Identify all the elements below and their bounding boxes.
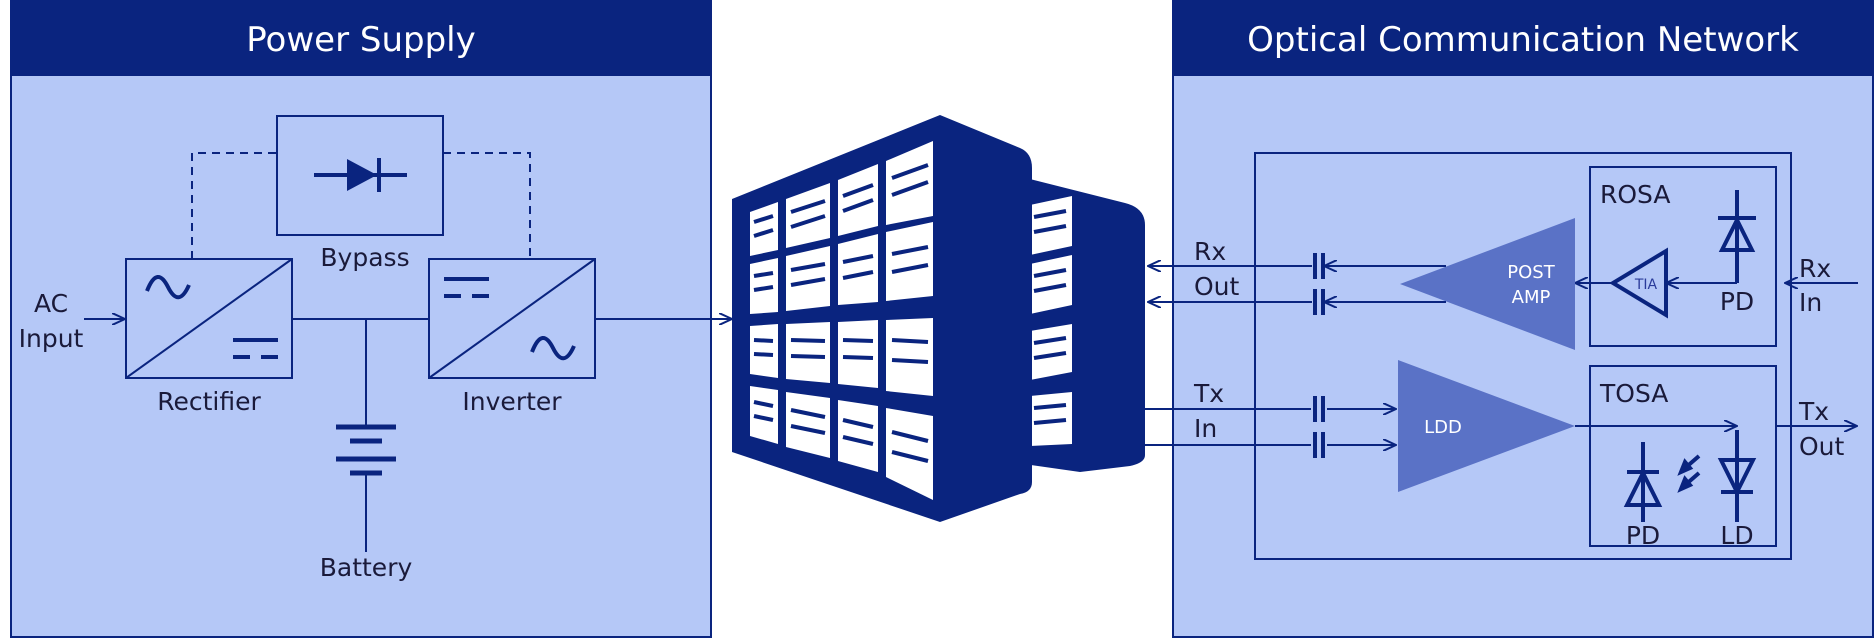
dc-symbol-icon — [444, 277, 489, 298]
capacitor-icon — [1313, 396, 1325, 422]
ldd-label: LDD — [1424, 417, 1462, 438]
capacitor-icon — [1313, 432, 1325, 458]
rosa-block — [1589, 166, 1777, 347]
tx-out-label-line1: Tx — [1798, 397, 1829, 426]
post-amp-label-line1: POST — [1507, 262, 1555, 283]
rx-out-label-line1: Rx — [1194, 237, 1226, 266]
light-emission-icon — [1677, 454, 1701, 493]
post-amp-label-line2: AMP — [1512, 287, 1551, 308]
tia-amplifier-icon — [1609, 247, 1668, 319]
bypass-label: Bypass — [320, 243, 409, 272]
ac-input-label-line1: AC — [34, 289, 68, 318]
tosa-label: TOSA — [1599, 379, 1668, 408]
tx-in-label-line2: In — [1194, 414, 1217, 443]
tosa-pd-label: PD — [1626, 521, 1660, 550]
bypass-path-left — [191, 152, 277, 259]
rosa-pd-label: PD — [1720, 287, 1754, 316]
rx-out-label-line2: Out — [1194, 272, 1240, 301]
optical-network-title: Optical Communication Network — [1247, 20, 1799, 60]
server-rack-icon — [732, 115, 1145, 522]
photodiode-icon — [1718, 190, 1756, 283]
post-amplifier-block — [1400, 218, 1575, 350]
bypass-block — [276, 115, 444, 236]
rx-in-label-line1: Rx — [1799, 254, 1831, 283]
rectifier-label: Rectifier — [157, 387, 261, 416]
tx-out-label-line2: Out — [1799, 432, 1845, 461]
rx-in-label-line2: In — [1799, 288, 1822, 317]
ac-input-label-line2: Input — [19, 324, 84, 353]
inverter-block — [428, 258, 596, 379]
transceiver-module — [1254, 152, 1792, 560]
power-supply-panel: Power Supply AC Input Bypass Rectif — [10, 0, 732, 638]
capacitor-icon — [1313, 289, 1325, 315]
bypass-diode-icon — [347, 159, 377, 191]
rectifier-block — [125, 258, 293, 379]
tia-label: TIA — [1634, 277, 1658, 293]
ac-sine-icon — [530, 336, 576, 361]
rosa-label: ROSA — [1600, 180, 1670, 209]
tosa-block — [1589, 365, 1777, 547]
capacitor-icon — [1313, 253, 1325, 279]
tosa-ld-label: LD — [1720, 521, 1753, 550]
tx-in-label-line1: Tx — [1193, 379, 1224, 408]
power-supply-title: Power Supply — [246, 20, 475, 60]
battery-icon — [336, 424, 396, 476]
optical-network-panel: Optical Communication Network ROSA TOSA … — [1145, 0, 1874, 638]
bypass-path-right — [443, 152, 531, 259]
laser-diode-icon — [1717, 430, 1757, 522]
monitor-photodiode-icon — [1623, 442, 1663, 522]
battery-label: Battery — [320, 553, 413, 582]
dc-symbol-icon — [233, 338, 278, 359]
inverter-label: Inverter — [462, 387, 562, 416]
ac-sine-icon — [145, 275, 191, 300]
laser-driver-block — [1398, 360, 1575, 492]
